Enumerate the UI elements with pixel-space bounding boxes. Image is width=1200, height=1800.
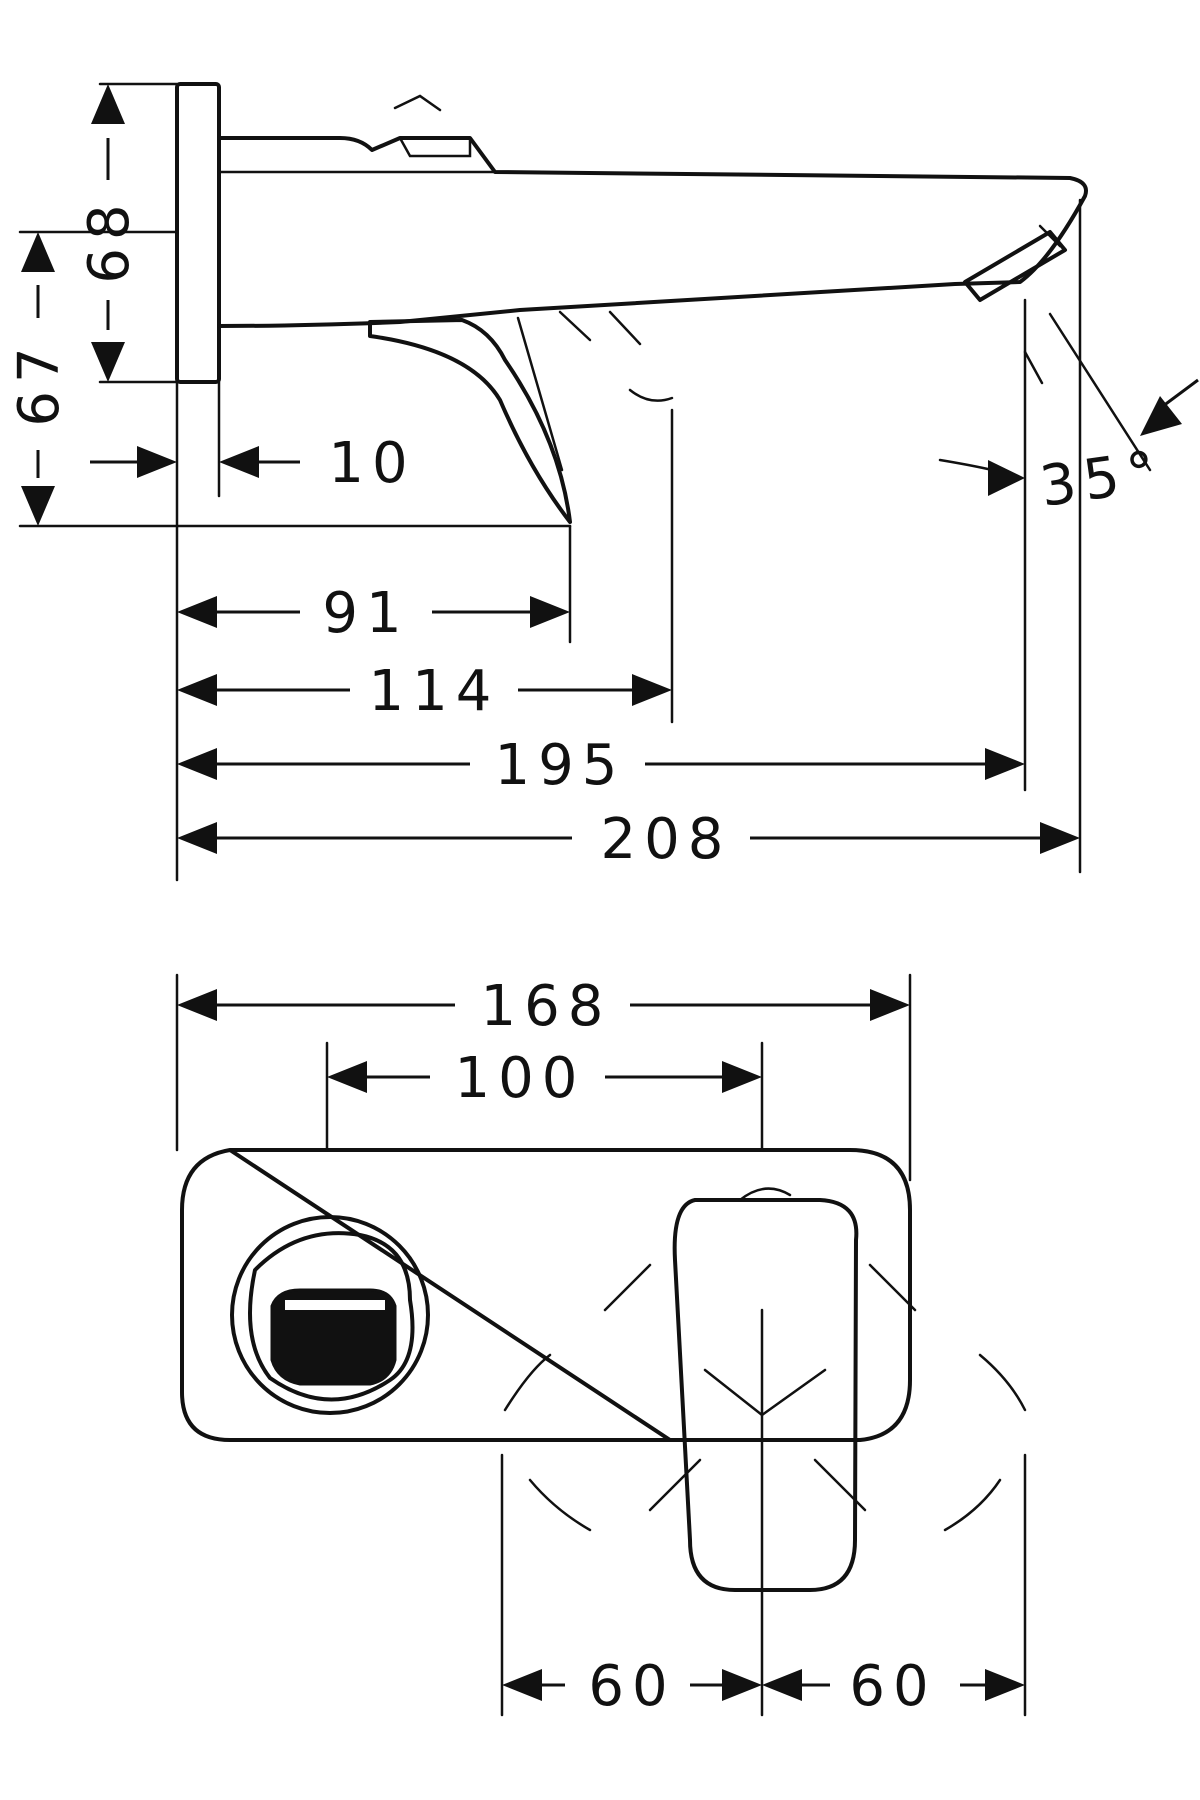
front-extension-lines — [175, 973, 1027, 1717]
dim-208: 208 — [177, 807, 1080, 872]
front-motion-1 — [603, 1263, 652, 1312]
dim-angle: 35° — [988, 378, 1199, 520]
dim-67: 67 — [7, 232, 72, 526]
lever-inner — [516, 316, 564, 472]
dim-60-left: 60 — [502, 1654, 762, 1719]
dim-195: 195 — [177, 733, 1025, 798]
aerator — [963, 230, 1067, 302]
front-lever — [672, 1198, 859, 1592]
dim-60-left-label: 60 — [588, 1654, 675, 1719]
front-arc-1 — [503, 1353, 552, 1412]
flow-line — [1048, 312, 1152, 472]
dim-10-label: 10 — [328, 431, 415, 496]
dim-168: 168 — [177, 974, 910, 1039]
front-view — [180, 1148, 1027, 1717]
aerator-rim — [1038, 224, 1062, 248]
lever-top-arc — [738, 1187, 792, 1202]
dim-68-label: 68 — [77, 196, 142, 283]
front-motion-3 — [648, 1458, 702, 1512]
wall-plate — [175, 82, 221, 384]
lever-motion-2 — [608, 310, 642, 346]
dim-60-right-label: 60 — [849, 1654, 936, 1719]
dim-100: 100 — [327, 1046, 762, 1111]
spout-outlet-outer — [230, 1215, 430, 1415]
dim-angle-label: 35° — [1036, 438, 1167, 520]
spout-outlet-ring — [248, 1231, 415, 1402]
front-motion-2 — [868, 1263, 917, 1312]
dim-91-label: 91 — [322, 581, 409, 646]
lever — [368, 318, 572, 524]
flow-dir-line — [1023, 350, 1044, 385]
front-wall-plate — [180, 1148, 912, 1442]
lever-arc-top — [393, 94, 442, 112]
side-view — [175, 82, 1152, 524]
dim-208-label: 208 — [601, 807, 732, 872]
dim-91: 91 — [177, 581, 570, 646]
dim-60-right: 60 — [762, 1654, 1025, 1719]
aerator-face — [270, 1288, 397, 1386]
front-arc-3 — [978, 1353, 1027, 1412]
lever-motion-1 — [558, 310, 592, 342]
dim-10: 10 — [90, 431, 415, 496]
dim-168-label: 168 — [481, 974, 612, 1039]
spout-body — [217, 136, 1088, 328]
dim-68: 68 — [77, 84, 142, 382]
center-arrow-left — [703, 1368, 764, 1417]
dim-195-label: 195 — [495, 733, 626, 798]
front-arc-4 — [943, 1478, 1002, 1532]
front-arc-2 — [528, 1478, 592, 1532]
dim-67-label: 67 — [7, 339, 72, 426]
front-motion-4 — [813, 1458, 867, 1512]
spout-cap — [398, 136, 472, 158]
dim-114-label: 114 — [369, 659, 500, 724]
dim-100-label: 100 — [455, 1046, 586, 1111]
dim-114: 114 — [177, 659, 672, 724]
center-arrow-right — [760, 1368, 827, 1417]
side-extension-lines — [18, 82, 1082, 882]
lever-motion-arc — [628, 388, 674, 402]
